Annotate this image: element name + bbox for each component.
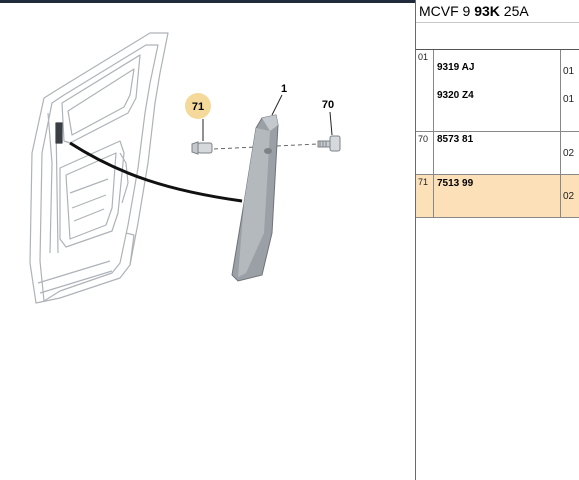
callout-71-badge	[185, 93, 211, 119]
item-ref: 71	[418, 177, 429, 187]
top-bar	[0, 0, 416, 3]
quantity: 02	[563, 148, 575, 159]
quantity: 01	[563, 94, 575, 105]
part-number-link[interactable]: 8573 81	[437, 134, 474, 145]
callout-1-label[interactable]: 1	[281, 83, 287, 95]
callout-71-label[interactable]: 71	[192, 101, 204, 113]
part-number-link[interactable]: 9319 AJ	[437, 62, 475, 73]
door-trim-moulding	[231, 114, 279, 282]
part-number-link[interactable]: 7513 99	[437, 178, 474, 189]
item-ref: 01	[418, 52, 429, 62]
table-row[interactable]: 01 9319 AJ 9320 Z4 01 01	[416, 50, 579, 132]
table-row-highlighted[interactable]: 71 7513 99 02	[416, 174, 579, 218]
table-row[interactable]: 70 8573 81 02	[416, 131, 579, 175]
door-illustration	[29, 32, 169, 304]
header-prefix: MCVF 9	[419, 3, 475, 19]
vehicle-code-header: MCVF 9 93K 25A	[416, 0, 579, 23]
header-bold-code: 93K	[474, 3, 500, 19]
part-number-link[interactable]: 9320 Z4	[437, 90, 474, 101]
quantity: 01	[563, 66, 575, 77]
screw-part	[317, 135, 341, 152]
leader-line	[69, 141, 243, 203]
parts-table: 01 9319 AJ 9320 Z4 01 01 70 8573 81 02 7…	[416, 50, 579, 218]
header-gap	[416, 24, 579, 50]
item-ref: 70	[418, 134, 429, 144]
parts-diagram: 71 1 70	[29, 32, 341, 304]
quantity: 02	[563, 191, 575, 202]
clip-part	[191, 141, 213, 155]
header-suffix: 25A	[499, 3, 529, 19]
parts-list-panel: MCVF 9 93K 25A 01 9319 AJ 9320 Z4 01 01 …	[416, 0, 579, 480]
panel-divider	[415, 0, 416, 480]
callout-70-label[interactable]: 70	[322, 99, 334, 111]
